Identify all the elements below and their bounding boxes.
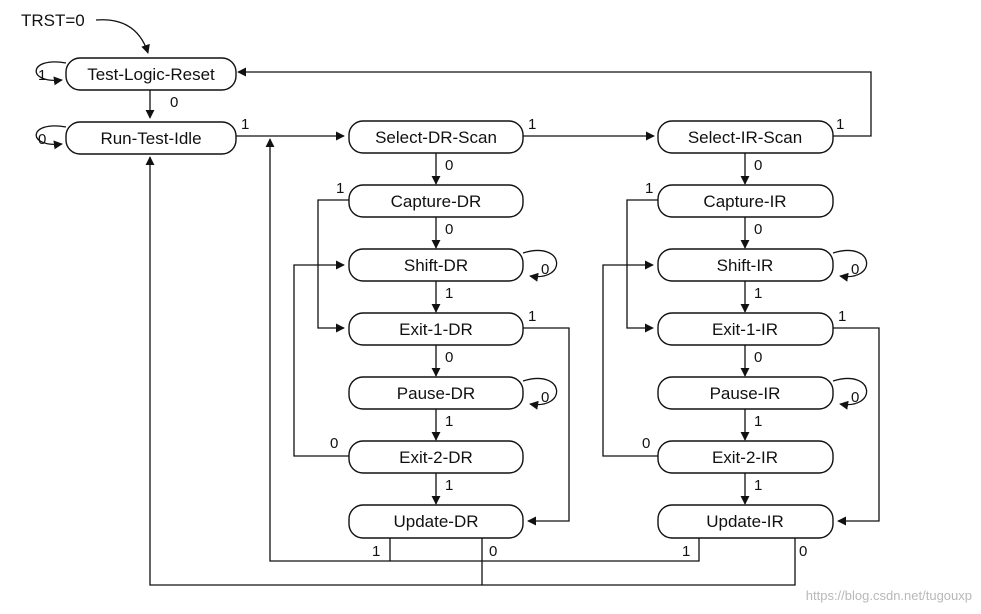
edge-rti-to-seldr: 1	[241, 116, 249, 133]
label-select-dr-scan: Select-DR-Scan	[375, 128, 497, 147]
state-exit1-ir	[657, 312, 834, 346]
state-capture-ir	[657, 184, 834, 218]
edge-capir-to-exit1ir: 1	[645, 180, 653, 197]
edge-exit2ir-to-shiftir: 0	[642, 435, 650, 452]
state-pause-ir	[657, 376, 834, 410]
edge-selir-to-tlr: 1	[836, 116, 844, 133]
label-exit1-dr: Exit-1-DR	[399, 320, 473, 339]
edge-exit1dr-to-pausedr: 0	[445, 349, 453, 366]
edge-pausedr-to-exit2dr: 1	[445, 413, 453, 430]
edge-rti-self: 0	[38, 131, 46, 148]
state-exit2-ir	[657, 440, 834, 474]
state-shift-dr	[348, 248, 524, 282]
edge-tlr-self: 1	[38, 67, 46, 84]
edge-updatedr-to-rti: 0	[489, 543, 497, 560]
edge-exit1dr-to-updatedr: 1	[528, 308, 536, 325]
label-shift-dr: Shift-DR	[404, 256, 468, 275]
state-run-test-idle	[65, 121, 237, 155]
watermark-text: https://blog.csdn.net/tugouxp	[806, 588, 972, 603]
label-exit2-dr: Exit-2-DR	[399, 448, 473, 467]
edge-pauseir-self: 0	[851, 389, 859, 406]
label-run-test-idle: Run-Test-Idle	[100, 129, 201, 148]
label-pause-ir: Pause-IR	[710, 384, 781, 403]
label-update-ir: Update-IR	[706, 512, 783, 531]
edge-selir-to-capir: 0	[754, 157, 762, 174]
state-capture-dr	[348, 184, 524, 218]
label-capture-ir: Capture-IR	[703, 192, 786, 211]
label-test-logic-reset: Test-Logic-Reset	[87, 65, 215, 84]
edge-updateir-to-seldr: 1	[682, 543, 690, 560]
edge-updateir-to-rti: 0	[799, 543, 807, 560]
label-update-dr: Update-DR	[393, 512, 478, 531]
state-boxes	[65, 57, 834, 539]
label-shift-ir: Shift-IR	[717, 256, 774, 275]
edge-pauseir-to-exit2ir: 1	[754, 413, 762, 430]
state-pause-dr	[348, 376, 524, 410]
edge-shiftdr-self: 0	[541, 261, 549, 278]
edge-capir-to-shiftir: 0	[754, 221, 762, 238]
state-update-ir	[657, 504, 834, 539]
edge-seldr-to-capdr: 0	[445, 157, 453, 174]
state-select-ir-scan	[657, 120, 834, 154]
label-trst-condition: TRST=0	[21, 11, 85, 30]
state-exit2-dr	[348, 440, 524, 474]
transition-lines	[35, 19, 880, 586]
edge-pausedr-self: 0	[541, 389, 549, 406]
edge-exit2dr-to-updatedr: 1	[445, 477, 453, 494]
edge-updatedr-to-seldr: 1	[372, 543, 380, 560]
label-capture-dr: Capture-DR	[391, 192, 482, 211]
state-select-dr-scan	[348, 120, 524, 154]
state-update-dr	[348, 504, 524, 539]
edge-exit1ir-to-updateir: 1	[838, 308, 846, 325]
edge-exit2dr-to-shiftdr: 0	[330, 435, 338, 452]
state-labels: Test-Logic-Reset Run-Test-Idle Select-DR…	[87, 65, 802, 531]
edge-exit1ir-to-pauseir: 0	[754, 349, 762, 366]
label-exit2-ir: Exit-2-IR	[712, 448, 778, 467]
edge-shiftir-self: 0	[851, 261, 859, 278]
edge-capdr-to-shiftdr: 0	[445, 221, 453, 238]
transition-labels: TRST=0 1 0 0 1 1 0 1 0 0 1 1 0 0 1 0 1 1…	[21, 11, 859, 560]
edge-tlr-to-rti: 0	[170, 94, 178, 111]
edge-seldr-to-selir: 1	[528, 116, 536, 133]
state-shift-ir	[657, 248, 834, 282]
label-exit1-ir: Exit-1-IR	[712, 320, 778, 339]
edge-shiftdr-to-exit1dr: 1	[445, 285, 453, 302]
edge-capdr-to-exit1dr: 1	[336, 180, 344, 197]
label-select-ir-scan: Select-IR-Scan	[688, 128, 802, 147]
edge-shiftir-to-exit1ir: 1	[754, 285, 762, 302]
state-exit1-dr	[348, 312, 524, 346]
state-test-logic-reset	[65, 57, 237, 91]
label-pause-dr: Pause-DR	[397, 384, 475, 403]
edge-exit2ir-to-updateir: 1	[754, 477, 762, 494]
